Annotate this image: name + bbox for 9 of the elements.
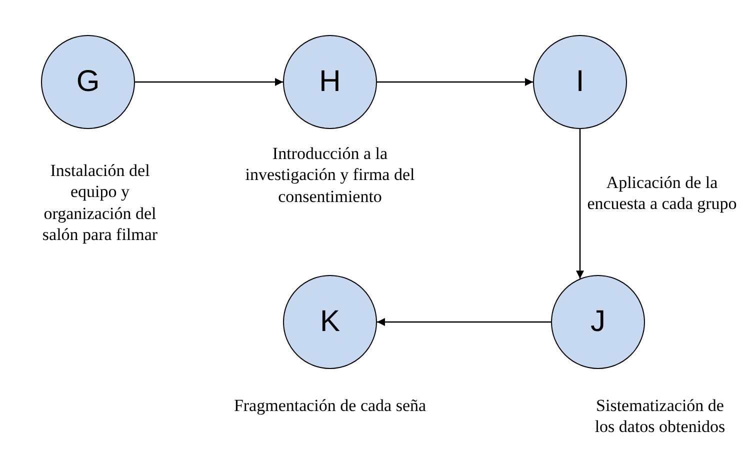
step-letter: I [576, 65, 584, 99]
arrow [377, 318, 551, 326]
step-letter: J [590, 305, 606, 339]
arrow [135, 78, 283, 86]
step-letter: H [319, 65, 341, 99]
arrow [576, 129, 584, 279]
step-letter: K [320, 305, 340, 339]
step-letter: G [76, 65, 100, 99]
arrow [377, 78, 533, 86]
